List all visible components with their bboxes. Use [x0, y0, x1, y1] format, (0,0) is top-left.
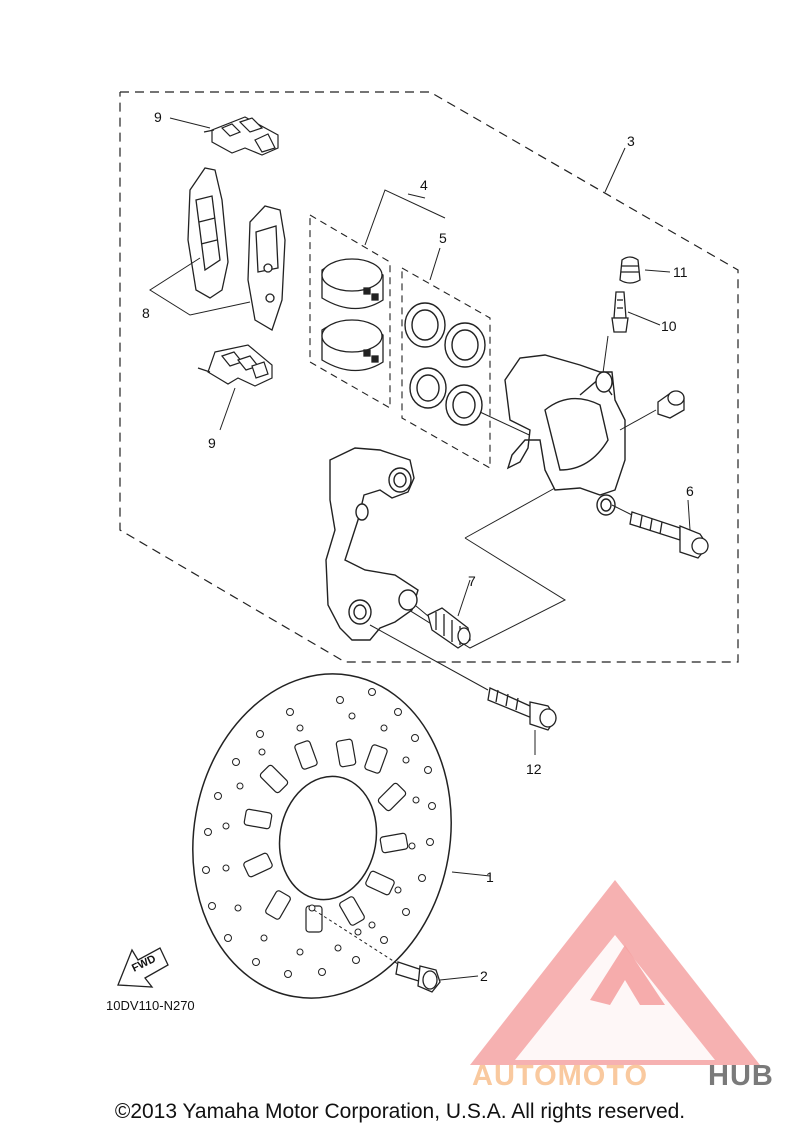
callout-9-upper: 9: [154, 109, 162, 125]
bolt-group-outline: [379, 487, 567, 649]
callout-3: 3: [627, 133, 635, 149]
piston-lower: [321, 319, 384, 372]
callout-11: 11: [673, 264, 688, 280]
watermark-logo: AUTOMOTO HUB: [470, 880, 774, 1092]
disc-bolt: [395, 961, 441, 993]
callout-9-lower: 9: [208, 435, 216, 451]
diagram-code: 10DV110-N270: [106, 998, 195, 1013]
callout-leaders: [169, 117, 691, 981]
bleeder-cap: [619, 256, 641, 284]
callout-4: 4: [420, 177, 428, 193]
bracket-pin-boot: [427, 607, 471, 649]
piston-upper: [321, 258, 384, 310]
callout-7: 7: [468, 573, 476, 589]
callout-2: 2: [480, 968, 488, 984]
copyright-notice: ©2013 Yamaha Motor Corporation, U.S.A. A…: [114, 1100, 686, 1123]
seal-rings: [404, 302, 486, 426]
piston-group-outline: [309, 214, 391, 409]
callout-5: 5: [439, 230, 447, 246]
callout-6: 6: [686, 483, 694, 499]
watermark-brand-part2: HUB: [708, 1060, 774, 1092]
callout-10: 10: [661, 318, 677, 334]
pad-spring-upper: [203, 116, 279, 156]
callout-8: 8: [142, 305, 150, 321]
brake-pad-left: [187, 167, 229, 299]
callout-1: 1: [486, 869, 494, 885]
bracket-bolt: [487, 687, 557, 731]
slide-pin-bolt: [629, 511, 709, 559]
brake-disc: [192, 673, 452, 999]
pad-leader-lines: [149, 257, 251, 316]
caliper-assembly-outline: [119, 91, 739, 663]
watermark-brand-part1: AUTOMOTO: [472, 1060, 648, 1092]
seal-kit-outline: [401, 267, 491, 469]
caliper-bracket: [325, 447, 419, 641]
slide-pin-boot: [657, 390, 685, 419]
fwd-arrow-icon: FWD: [117, 947, 169, 988]
brake-pad-right: [247, 205, 286, 331]
caliper-body: [504, 354, 626, 516]
pad-spring-lower: [197, 344, 273, 387]
bleeder-screw: [611, 291, 629, 333]
callout-12: 12: [526, 761, 542, 777]
